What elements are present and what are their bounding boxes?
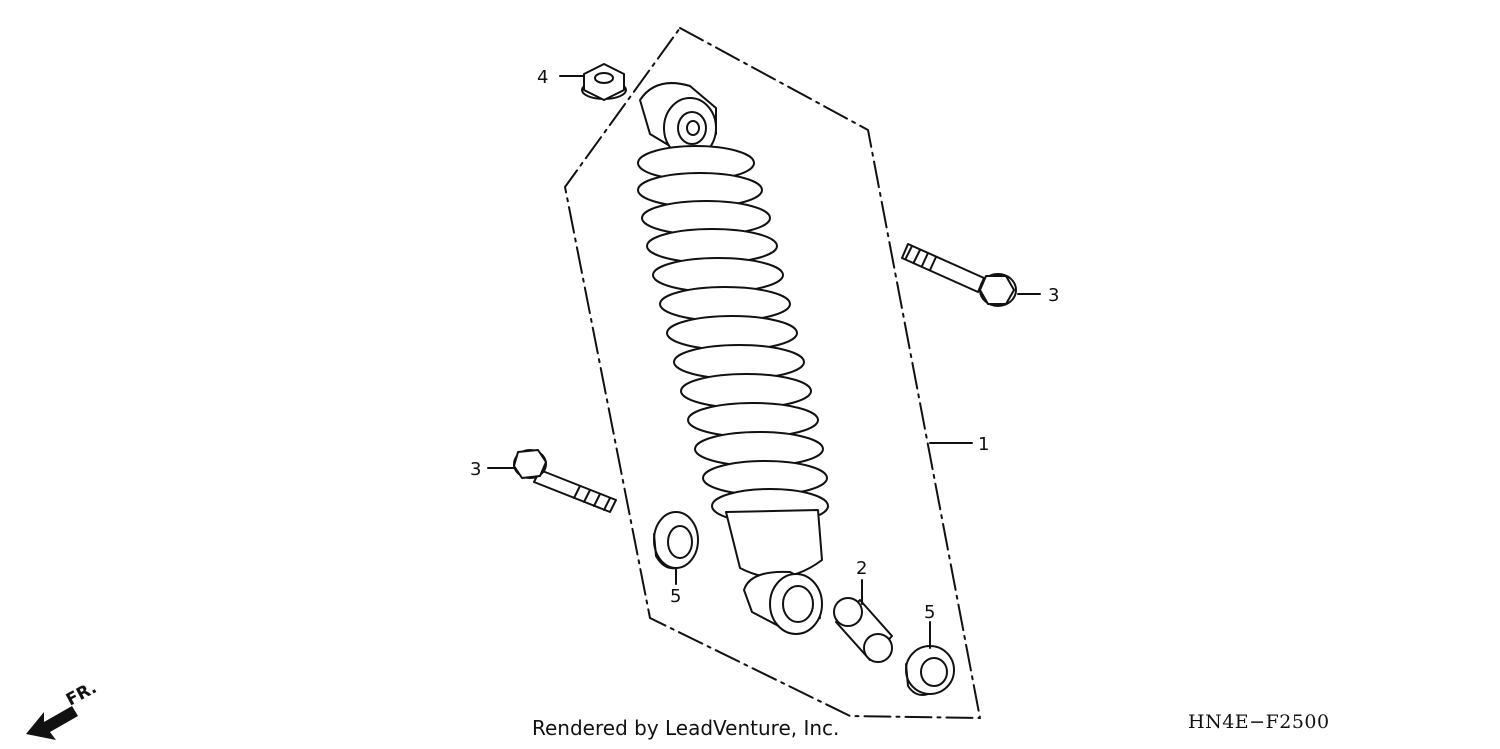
- diagram-code: HN4E−F2500: [1188, 711, 1330, 733]
- dust-seal-right[interactable]: [905, 645, 955, 696]
- dust-seal-left[interactable]: [653, 511, 699, 570]
- callout-3-upper: 3: [1048, 285, 1059, 306]
- shock-absorber[interactable]: [637, 82, 829, 635]
- callout-3-lower: 3: [470, 459, 481, 480]
- render-credit: Rendered by LeadVenture, Inc.: [532, 716, 840, 740]
- callout-2: 2: [856, 558, 867, 579]
- callout-5-left: 5: [670, 586, 681, 607]
- assembly-outline: [564, 27, 981, 719]
- flange-bolt-upper[interactable]: [901, 243, 1017, 307]
- flange-nut[interactable]: [581, 63, 627, 101]
- front-direction-label: FR.: [63, 678, 100, 710]
- flange-bolt-lower[interactable]: [513, 449, 617, 513]
- callout-5-right: 5: [924, 602, 935, 623]
- callout-4: 4: [537, 67, 548, 88]
- collar[interactable]: [833, 597, 893, 663]
- callout-1: 1: [978, 434, 989, 455]
- front-direction-arrow-icon: FR.: [26, 678, 100, 740]
